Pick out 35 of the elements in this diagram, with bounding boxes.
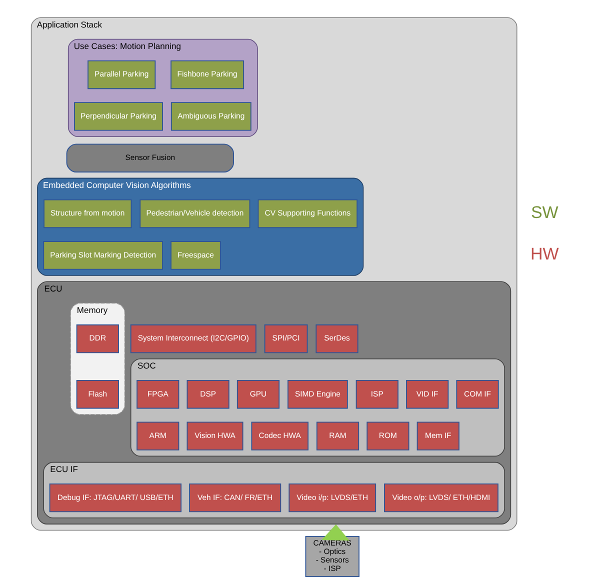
node-box: Flash bbox=[76, 380, 118, 409]
node-box: Freespace bbox=[170, 241, 220, 270]
node-box: Vision HWA bbox=[186, 422, 243, 450]
node-box: Fishbone Parking bbox=[170, 60, 244, 90]
node-box: ISP bbox=[355, 380, 398, 409]
label: HW bbox=[530, 244, 558, 264]
node-box: System Interconnect (I2C/GPIO) bbox=[130, 324, 256, 354]
node-box: DSP bbox=[186, 380, 229, 409]
node-box: Parallel Parking bbox=[87, 60, 156, 90]
node-box: ARM bbox=[136, 422, 179, 450]
node-box: COM IF bbox=[456, 380, 498, 409]
node-box: VID IF bbox=[406, 380, 448, 409]
node-box: CV Supporting Functions bbox=[257, 199, 358, 228]
node-box: Veh IF: CAN/ FR/ETH bbox=[188, 483, 281, 512]
node-box: Perpendicular Parking bbox=[74, 102, 162, 131]
node-box: ROM bbox=[366, 422, 409, 450]
node-box: SIMD Engine bbox=[287, 380, 348, 409]
node-box: DDR bbox=[76, 324, 118, 354]
arrow bbox=[321, 524, 349, 541]
node-box: FPGA bbox=[136, 380, 179, 409]
node-box: Ambiguous Parking bbox=[170, 102, 251, 131]
node-box: Video o/p: LVDS/ ETH/HDMI bbox=[384, 483, 498, 512]
node-box: Debug IF: JTAG/UART/ USB/ETH bbox=[48, 483, 181, 512]
node-box: Parking Slot Marking Detection bbox=[42, 241, 162, 270]
node-box: Codec HWA bbox=[250, 422, 308, 450]
node-box: Structure from motion bbox=[43, 199, 132, 228]
node-box: SerDes bbox=[315, 324, 358, 354]
node-box: RAM bbox=[316, 422, 359, 450]
label: SW bbox=[530, 203, 558, 222]
node-box: Sensor Fusion bbox=[66, 144, 234, 172]
node-box: Pedestrian/Vehicle detection bbox=[139, 199, 250, 228]
node-box: SPI/PCI bbox=[264, 324, 308, 354]
node-box: Mem IF bbox=[416, 422, 459, 450]
node-box: GPU bbox=[236, 380, 280, 409]
node-box: Video i/p: LVDS/ETH bbox=[288, 483, 376, 512]
